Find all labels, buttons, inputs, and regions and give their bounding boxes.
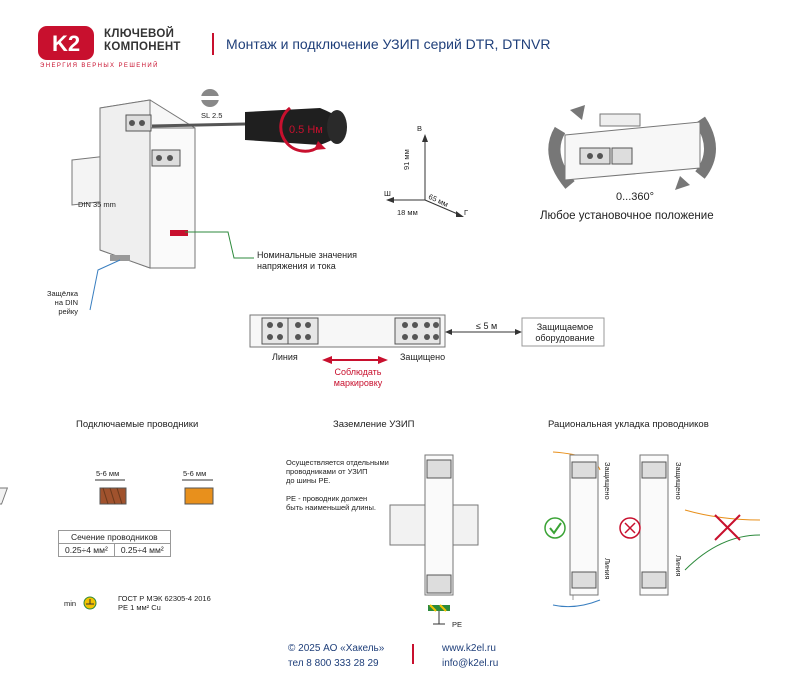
cross-section-table: Сечение проводников 0.25÷4 мм² 0.25÷4 мм… <box>58 530 171 557</box>
routing-diagram <box>544 451 761 608</box>
protected-equipment-box: Защищаемое оборудование <box>532 322 598 344</box>
nominal-line-1: Номинальные значения <box>257 250 358 260</box>
footer-website-link[interactable]: www.k2el.ru <box>442 643 496 654</box>
svg-text:K2: K2 <box>52 31 80 56</box>
ground-symbol-icon <box>83 596 97 610</box>
section-table-header: Сечение проводников <box>58 530 171 544</box>
grounding-note-2-line-2: быть наименьшей длины. <box>286 503 377 512</box>
routing-title: Рациональная укладка проводников <box>548 419 709 430</box>
conductors-title: Подключаемые проводники <box>76 419 199 430</box>
strip-length-2: 5-6 мм <box>183 469 207 478</box>
height-dimension: 91 мм <box>402 149 411 170</box>
grounding-note-1-line-1: Осуществляется отдельными <box>286 458 389 467</box>
footer-contacts: www.k2el.ru info@k2el.ru <box>442 641 498 671</box>
din-rail-label: DIN 35 mm <box>78 200 116 209</box>
distance-label: ≤ 5 м <box>476 321 498 331</box>
standard-line-2: PE 1 мм² Cu <box>118 603 161 612</box>
footer-email-link[interactable]: info@k2el.ru <box>442 658 499 669</box>
latch-callout: Защёлка на DIN рейку <box>38 289 78 316</box>
protected-label: Защищено <box>400 352 446 362</box>
strip-length-1: 5-6 мм <box>96 469 120 478</box>
axis-v-label: В <box>417 124 423 133</box>
latch-line-3: рейку <box>58 307 78 316</box>
rotated-device <box>548 105 716 190</box>
grounding-note-1-line-2: проводниками от УЗИП <box>286 467 368 476</box>
slot-tip-icon <box>201 89 219 107</box>
standard-note: ГОСТ Р МЭК 62305-4 2016 PE 1 мм² Cu <box>118 594 211 612</box>
brand-name: КЛЮЧЕВОЙ КОМПОНЕНТ <box>104 28 181 54</box>
footer-company: © 2025 АО «Хакель» тел 8 800 333 28 29 <box>288 641 384 671</box>
routing-protected-2: Защищено <box>674 462 683 500</box>
routing-line-2: Линия <box>674 555 683 577</box>
equipment-line-2: оборудование <box>535 333 595 343</box>
torque-label: 0.5 Нм <box>289 124 323 136</box>
brand-name-line2: КОМПОНЕНТ <box>104 41 181 53</box>
wire-ends <box>0 479 214 505</box>
axis-g-label: Г <box>464 208 469 217</box>
rotation-angle: 0...360° <box>616 191 655 203</box>
latch-line-2: на DIN <box>54 298 78 307</box>
section-cell-2: 0.25÷4 мм² <box>113 543 171 557</box>
brand-logo-mark: K2 <box>38 26 94 60</box>
grounding-note-1: Осуществляется отдельными проводниками о… <box>286 458 389 485</box>
grounding-device <box>389 454 479 625</box>
standard-line-1: ГОСТ Р МЭК 62305-4 2016 <box>118 594 211 603</box>
pe-label: PE <box>452 620 463 629</box>
section-cell-1: 0.25÷4 мм² <box>58 543 115 557</box>
marking-line-1: Соблюдать <box>334 367 382 377</box>
device-strip <box>249 314 605 364</box>
marking-line-2: маркировку <box>333 378 383 388</box>
nominal-values-callout: Номинальные значения напряжения и тока <box>257 250 357 272</box>
tool-label: SL 2.5 <box>201 111 223 120</box>
nominal-line-2: напряжения и тока <box>257 261 336 271</box>
marking-note: Соблюдать маркировку <box>328 367 388 389</box>
routing-line-1: Линия <box>603 558 612 580</box>
routing-protected-1: Защищено <box>603 462 612 500</box>
line-label: Линия <box>272 352 298 362</box>
header-divider <box>212 33 214 55</box>
grounding-title: Заземление УЗИП <box>333 419 415 430</box>
dimension-axes <box>386 134 464 217</box>
footer-phone[interactable]: тел 8 800 333 28 29 <box>288 658 379 669</box>
screwdriver-icon <box>151 106 347 153</box>
device-on-din-rail <box>71 99 196 269</box>
grounding-note-2: PE - проводник должен быть наименьшей дл… <box>286 494 376 512</box>
mounting-caption: Любое установочное положение <box>540 210 714 222</box>
min-label: min <box>64 599 77 608</box>
page-title: Монтаж и подключение УЗИП серий DTR, DTN… <box>226 36 551 52</box>
axis-w-label: Ш <box>384 189 391 198</box>
footer-copyright: © 2025 АО «Хакель» <box>288 643 385 654</box>
brand-name-line1: КЛЮЧЕВОЙ <box>104 28 175 40</box>
equipment-line-1: Защищаемое <box>536 322 594 332</box>
width-dimension: 18 мм <box>397 208 418 217</box>
latch-line-1: Защёлка <box>46 289 78 298</box>
brand-tagline: ЭНЕРГИЯ ВЕРНЫХ РЕШЕНИЙ <box>40 63 159 69</box>
grounding-note-1-line-3: до шины PE. <box>286 476 331 485</box>
grounding-note-2-line-1: PE - проводник должен <box>286 494 368 503</box>
